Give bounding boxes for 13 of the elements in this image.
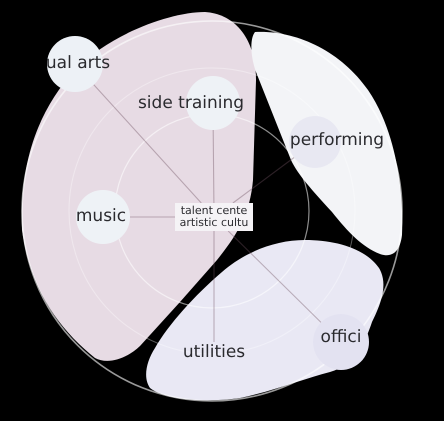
node-label: utilities <box>182 342 246 362</box>
node-label: offici <box>320 327 362 347</box>
node-label: ual arts <box>46 53 110 73</box>
node-label: side training <box>138 93 244 113</box>
center-label-card: talent cente artistic cultu <box>175 203 253 231</box>
connector-line <box>213 231 215 342</box>
node-label: music <box>76 206 126 226</box>
connector-line <box>130 216 175 218</box>
node-label: performing <box>290 130 384 150</box>
connector-line <box>212 130 214 203</box>
connector-line <box>228 230 322 323</box>
connector-line <box>232 157 294 204</box>
connector-line <box>93 84 202 204</box>
